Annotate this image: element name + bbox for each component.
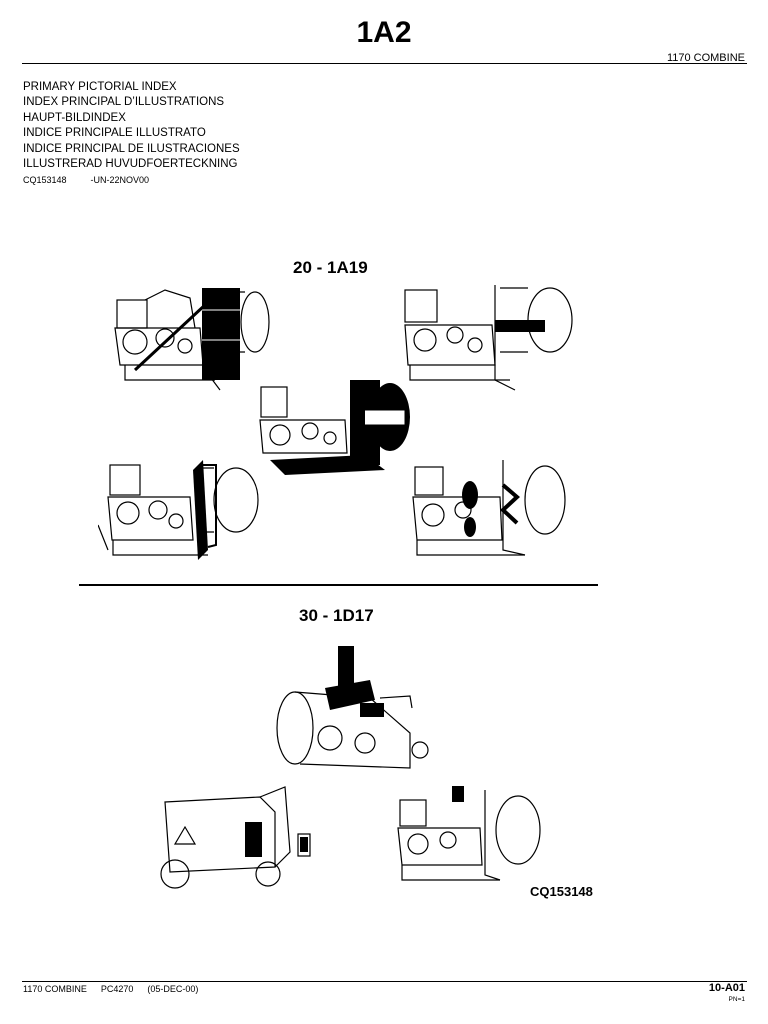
page-number: 10-A01 [708,982,745,994]
page-title: 1A2 [356,16,412,49]
group-label-20[interactable]: 20 - 1A19 [293,258,368,277]
footer-model: 1170 COMBINE [23,984,87,994]
footer-date: (05-DEC-00) [147,984,199,994]
index-title-de: HAUPT-BILDINDEX [23,111,126,124]
reference-code: CQ153148 [23,175,67,185]
model-name-header: 1170 COMBINE [666,52,745,64]
index-title-fr: INDEX PRINCIPAL D’ILLUSTRATIONS [23,96,225,109]
combine-rear-illustration[interactable] [150,782,315,897]
index-title-es: INDICE PRINCIPAL DE ILUSTRACIONES [23,142,240,155]
figure-id: CQ153148 [530,884,593,899]
index-title-list: PRIMARY PICTORIAL INDEX INDEX PRINCIPAL … [23,80,240,172]
header-rule [22,63,747,64]
group-label-30[interactable]: 30 - 1D17 [299,606,374,625]
index-title-it: INDICE PRINCIPALE ILLUSTRATO [23,127,206,140]
reference-line: CQ153148 -UN-22NOV00 [23,175,149,185]
engine-illustration-6[interactable] [270,638,440,783]
footer-info: 1170 COMBINE PC4270 (05-DEC-00) [23,984,212,994]
engine-illustration-4[interactable] [98,455,268,570]
page-sub-number: PN=1 [728,996,745,1003]
section-divider [79,584,598,586]
engine-illustration-7[interactable] [390,780,550,890]
index-title-sv: ILLUSTRERAD HUVUDFOERTECKNING [23,158,238,171]
footer-catalog: PC4270 [100,984,134,994]
engine-illustration-3[interactable] [255,375,425,490]
engine-illustration-1[interactable] [105,280,275,395]
footer-rule [22,981,747,982]
index-title-en: PRIMARY PICTORIAL INDEX [23,81,177,93]
engine-illustration-2[interactable] [400,280,580,395]
reference-date: -UN-22NOV00 [90,175,150,185]
engine-illustration-5[interactable] [405,455,575,570]
